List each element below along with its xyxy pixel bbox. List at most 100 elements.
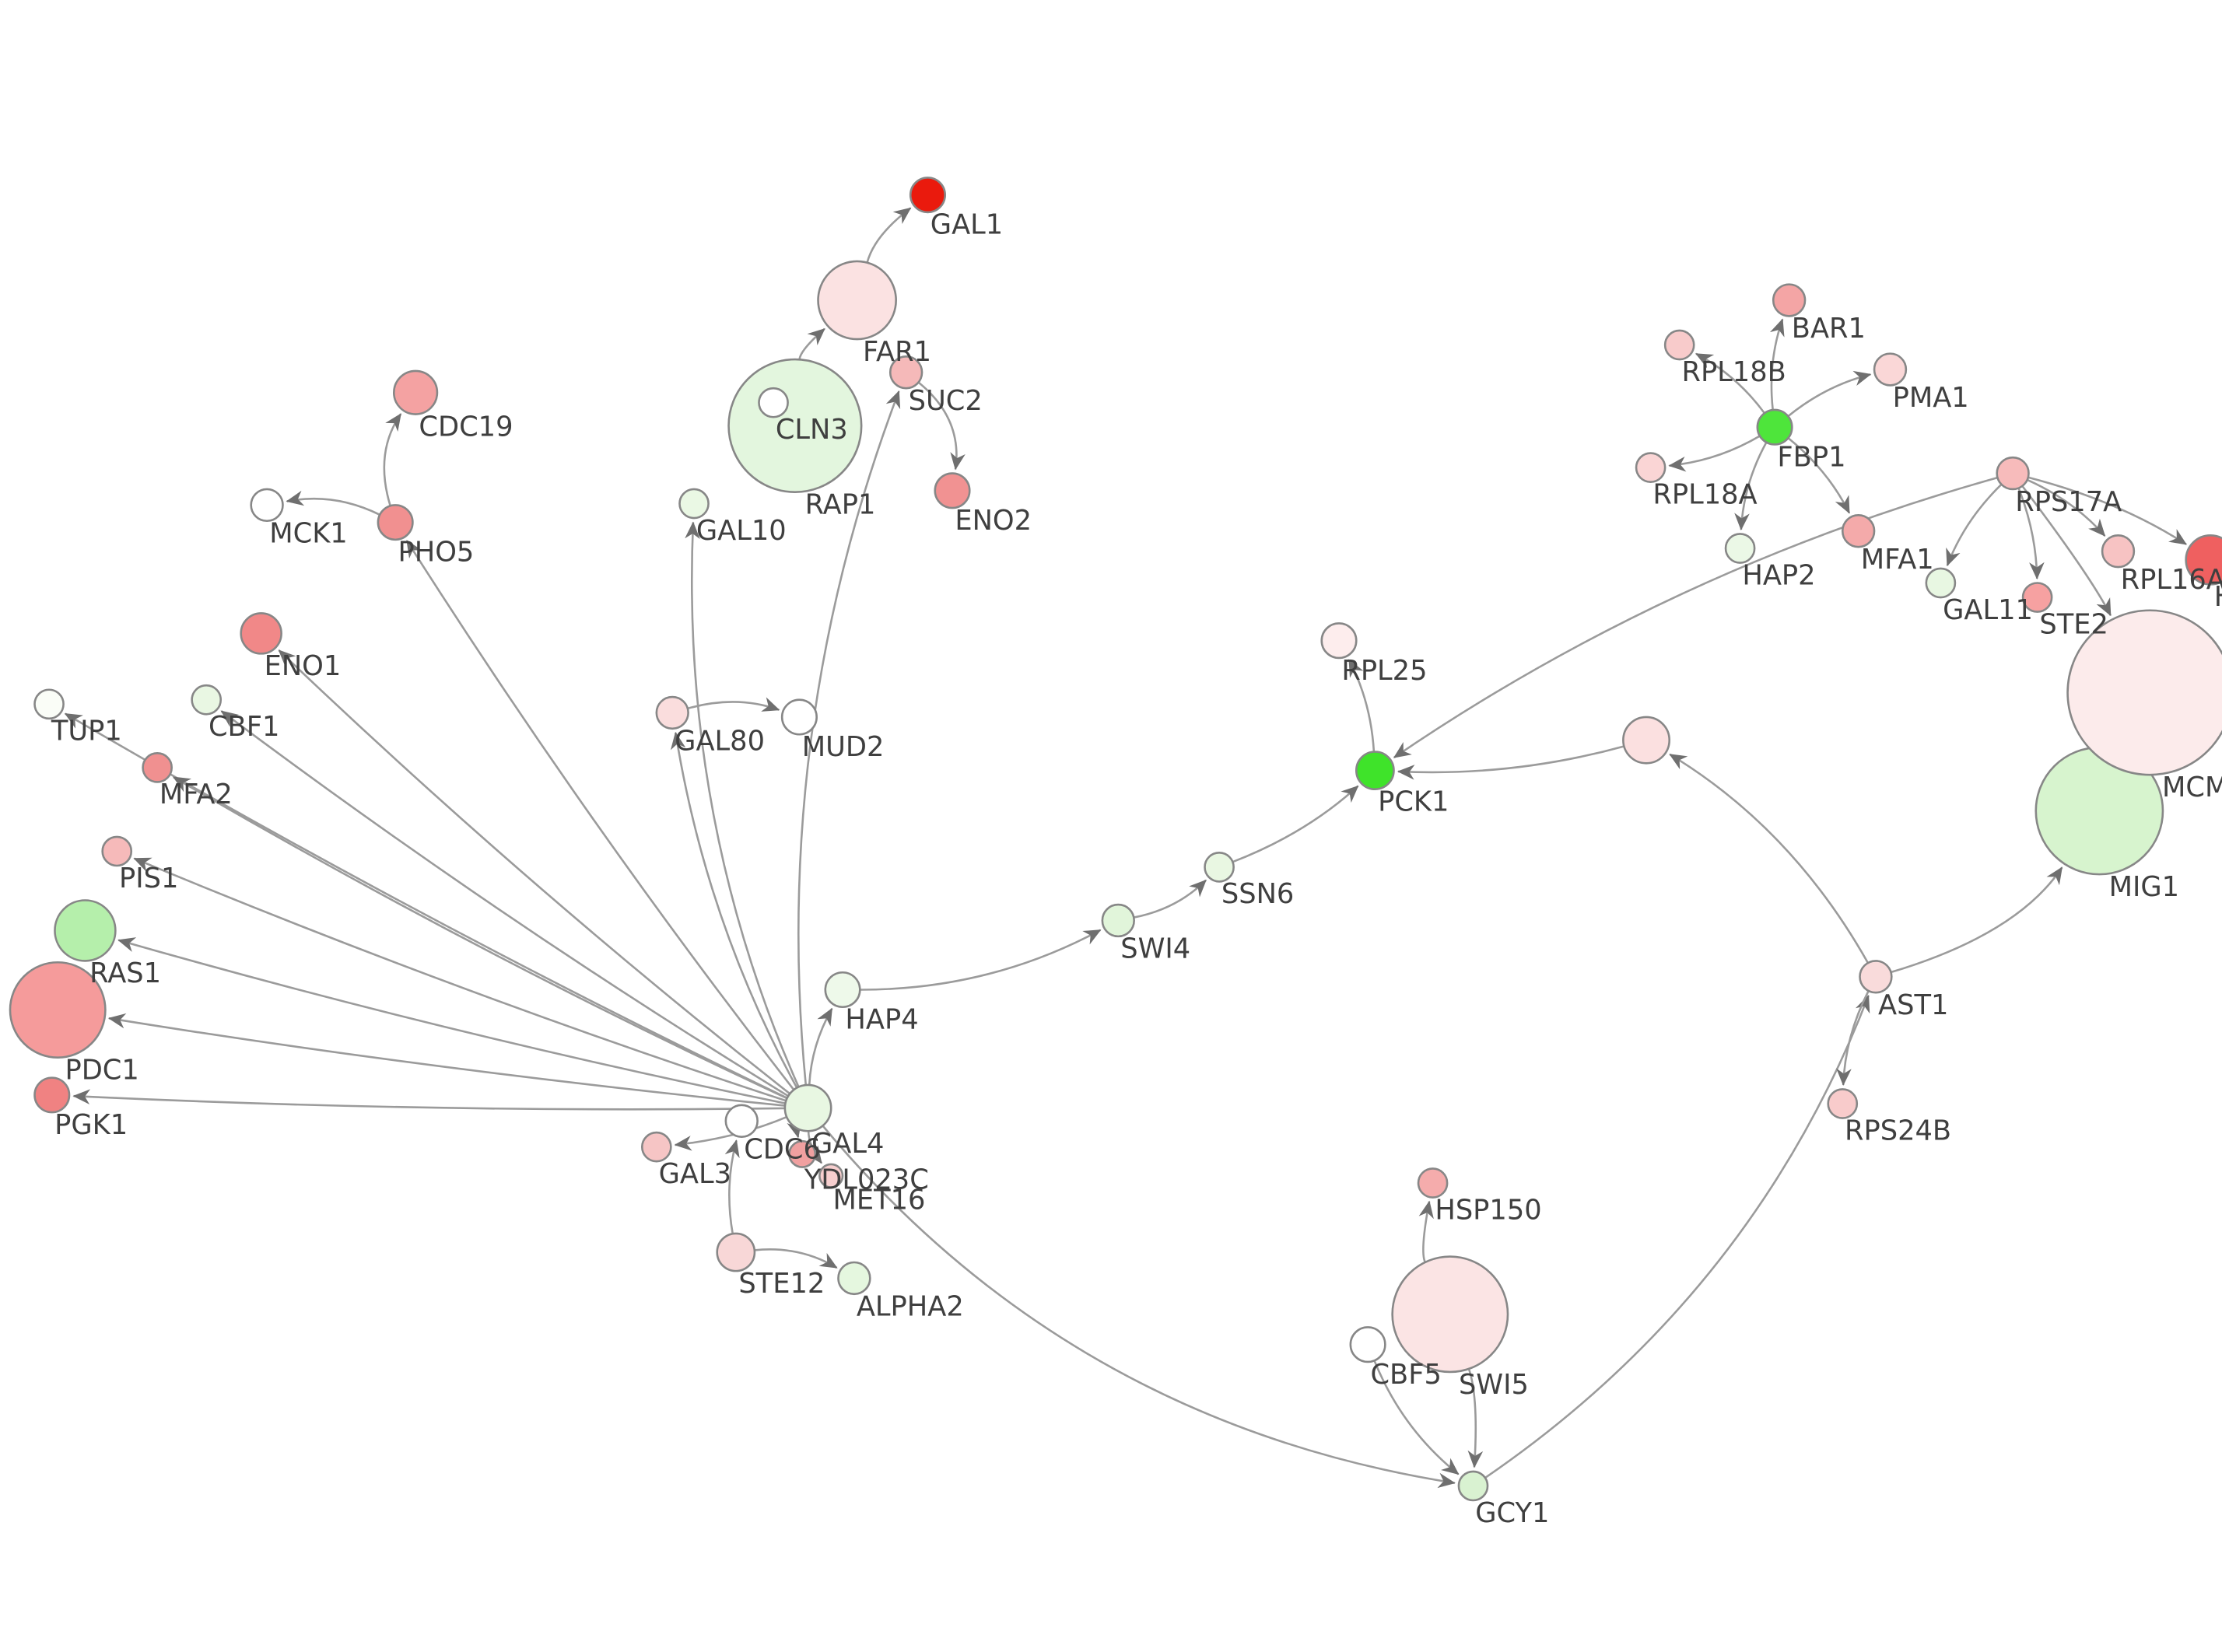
edge-rap1-far1[interactable] bbox=[798, 327, 825, 360]
edge-gal4-suc2[interactable] bbox=[797, 390, 901, 1086]
node-bar1[interactable] bbox=[1772, 283, 1807, 317]
edge-suc2-eno2[interactable] bbox=[917, 381, 966, 471]
edge-fbp1-pma1[interactable] bbox=[1787, 370, 1872, 418]
edge-hap4-swi4[interactable] bbox=[860, 929, 1102, 991]
node-pho5[interactable] bbox=[377, 504, 414, 541]
node-swi5[interactable] bbox=[1391, 1255, 1509, 1374]
edge-gal4-pis1[interactable] bbox=[133, 857, 787, 1102]
node-cdc19[interactable] bbox=[392, 369, 439, 415]
node-tup1[interactable] bbox=[33, 688, 65, 720]
node-cdc6[interactable] bbox=[724, 1104, 759, 1138]
node-label-swi5: SWI5 bbox=[1459, 1369, 1529, 1401]
edge-gal4-gal10[interactable] bbox=[685, 521, 800, 1088]
edge-pck1-rpl25[interactable] bbox=[1348, 659, 1376, 752]
edge-rps17a-pck1[interactable] bbox=[1393, 476, 1998, 758]
edge-pho5-mck1[interactable] bbox=[286, 490, 380, 516]
node-pgk1[interactable] bbox=[33, 1076, 71, 1114]
node-hsp150[interactable] bbox=[1417, 1167, 1449, 1199]
node-met16[interactable] bbox=[818, 1163, 844, 1188]
edge-far1-gal1[interactable] bbox=[866, 207, 912, 263]
edge-ste12-cdc6[interactable] bbox=[724, 1139, 740, 1234]
edge-rps17a-gal11[interactable] bbox=[1946, 483, 2003, 567]
node-pis1[interactable] bbox=[101, 835, 133, 867]
node-mud2[interactable] bbox=[780, 698, 818, 736]
node-eno1[interactable] bbox=[240, 612, 282, 655]
edge-gal4-pdc1[interactable] bbox=[107, 1013, 786, 1107]
edge-gal4-ras1[interactable] bbox=[117, 937, 786, 1104]
edge-fbp1-mfa1[interactable] bbox=[1787, 437, 1851, 514]
node-pma1[interactable] bbox=[1873, 352, 1908, 387]
edge-rps17a-rpl16a[interactable] bbox=[2027, 478, 2106, 537]
edge-swi5-hsp150[interactable] bbox=[1418, 1200, 1434, 1263]
edge-gal4-hap4[interactable] bbox=[808, 1007, 833, 1085]
edge-cbf5-gcy1[interactable] bbox=[1373, 1360, 1460, 1475]
node-far1[interactable] bbox=[817, 260, 897, 341]
node-mcm1[interactable] bbox=[2066, 609, 2222, 776]
edge-gal80-mud2[interactable] bbox=[687, 697, 780, 712]
node-hap4[interactable] bbox=[824, 971, 861, 1009]
edge-gal4-pgk1[interactable] bbox=[72, 1089, 785, 1111]
node-rpl25[interactable] bbox=[1320, 622, 1358, 660]
node-mfa2[interactable] bbox=[142, 752, 173, 783]
edge-gal4-eno1[interactable] bbox=[278, 649, 790, 1095]
edge-gal4-gal80[interactable] bbox=[670, 731, 798, 1089]
node-mck1[interactable] bbox=[250, 488, 284, 523]
node-pdc1[interactable] bbox=[9, 961, 107, 1059]
edge-fbp1-rpl18b[interactable] bbox=[1695, 352, 1765, 414]
edge-gal4-pho5[interactable] bbox=[405, 540, 795, 1090]
edge-fbp1-rpl18a[interactable] bbox=[1668, 435, 1761, 472]
node-his4[interactable] bbox=[2185, 534, 2222, 586]
edge-gal4-tup1[interactable] bbox=[64, 712, 788, 1099]
node-label-cdc6: CDC6 bbox=[744, 1133, 821, 1165]
edge-rps17a-mcm1[interactable] bbox=[2021, 485, 2112, 617]
edge-fbp1-bar1[interactable] bbox=[1769, 318, 1785, 411]
node-swi4[interactable] bbox=[1101, 903, 1135, 938]
edge-fbp1-hap2[interactable] bbox=[1734, 442, 1768, 531]
edge-ast1-unk1[interactable] bbox=[1669, 753, 1870, 964]
edge-rps17a-his4[interactable] bbox=[2027, 476, 2187, 545]
edge-gal4-cbf1[interactable] bbox=[220, 710, 789, 1097]
edge-swi5-gcy1[interactable] bbox=[1467, 1368, 1484, 1468]
node-cln3[interactable] bbox=[758, 387, 789, 418]
node-gal4[interactable] bbox=[783, 1083, 832, 1132]
edge-pho5-cdc19[interactable] bbox=[383, 413, 402, 506]
edge-rps17a-ste2[interactable] bbox=[2017, 488, 2045, 580]
node-cbf5[interactable] bbox=[1349, 1326, 1386, 1363]
edge-ssn6-pck1[interactable] bbox=[1232, 785, 1359, 863]
node-pck1[interactable] bbox=[1355, 751, 1395, 791]
node-alpha2[interactable] bbox=[837, 1261, 871, 1296]
node-rps17a[interactable] bbox=[1996, 456, 2030, 491]
node-suc2[interactable] bbox=[888, 355, 923, 390]
edge-ast1-mig1[interactable] bbox=[1891, 866, 2063, 974]
node-gcy1[interactable] bbox=[1457, 1470, 1489, 1502]
node-ste2[interactable] bbox=[2021, 582, 2053, 613]
node-label-hap2: HAP2 bbox=[1742, 559, 1815, 591]
edge-gal4-mfa2[interactable] bbox=[172, 776, 788, 1100]
node-ssn6[interactable] bbox=[1204, 852, 1235, 883]
node-fbp1[interactable] bbox=[1756, 408, 1793, 446]
node-ydl023c[interactable] bbox=[788, 1139, 817, 1168]
edge-swi4-ssn6[interactable] bbox=[1134, 879, 1207, 919]
node-rps24b[interactable] bbox=[1827, 1088, 1859, 1119]
node-gal11[interactable] bbox=[1925, 567, 1957, 599]
node-mfa1[interactable] bbox=[1841, 514, 1876, 548]
node-gal80[interactable] bbox=[655, 695, 689, 730]
node-rpl18a[interactable] bbox=[1635, 452, 1666, 483]
node-unk1[interactable] bbox=[1622, 716, 1671, 765]
node-hap2[interactable] bbox=[1724, 533, 1756, 564]
node-gal10[interactable] bbox=[678, 488, 710, 520]
node-ast1[interactable] bbox=[1859, 960, 1893, 994]
node-rpl18b[interactable] bbox=[1663, 329, 1695, 361]
node-gal1[interactable] bbox=[909, 177, 947, 214]
edge-gcy1-ast1[interactable] bbox=[1484, 995, 1870, 1479]
node-eno2[interactable] bbox=[934, 472, 971, 509]
node-gal3[interactable] bbox=[640, 1131, 672, 1163]
edge-ste12-alpha2[interactable] bbox=[754, 1248, 838, 1269]
node-ras1[interactable] bbox=[54, 899, 117, 962]
edge-ast1-rps24b[interactable] bbox=[1836, 990, 1870, 1087]
edge-gal4-gcy1[interactable] bbox=[822, 1125, 1456, 1489]
node-cbf1[interactable] bbox=[191, 684, 223, 716]
node-ste12[interactable] bbox=[716, 1232, 756, 1272]
node-rpl16a[interactable] bbox=[2101, 534, 2136, 569]
edge-unk1-pck1[interactable] bbox=[1397, 745, 1624, 780]
